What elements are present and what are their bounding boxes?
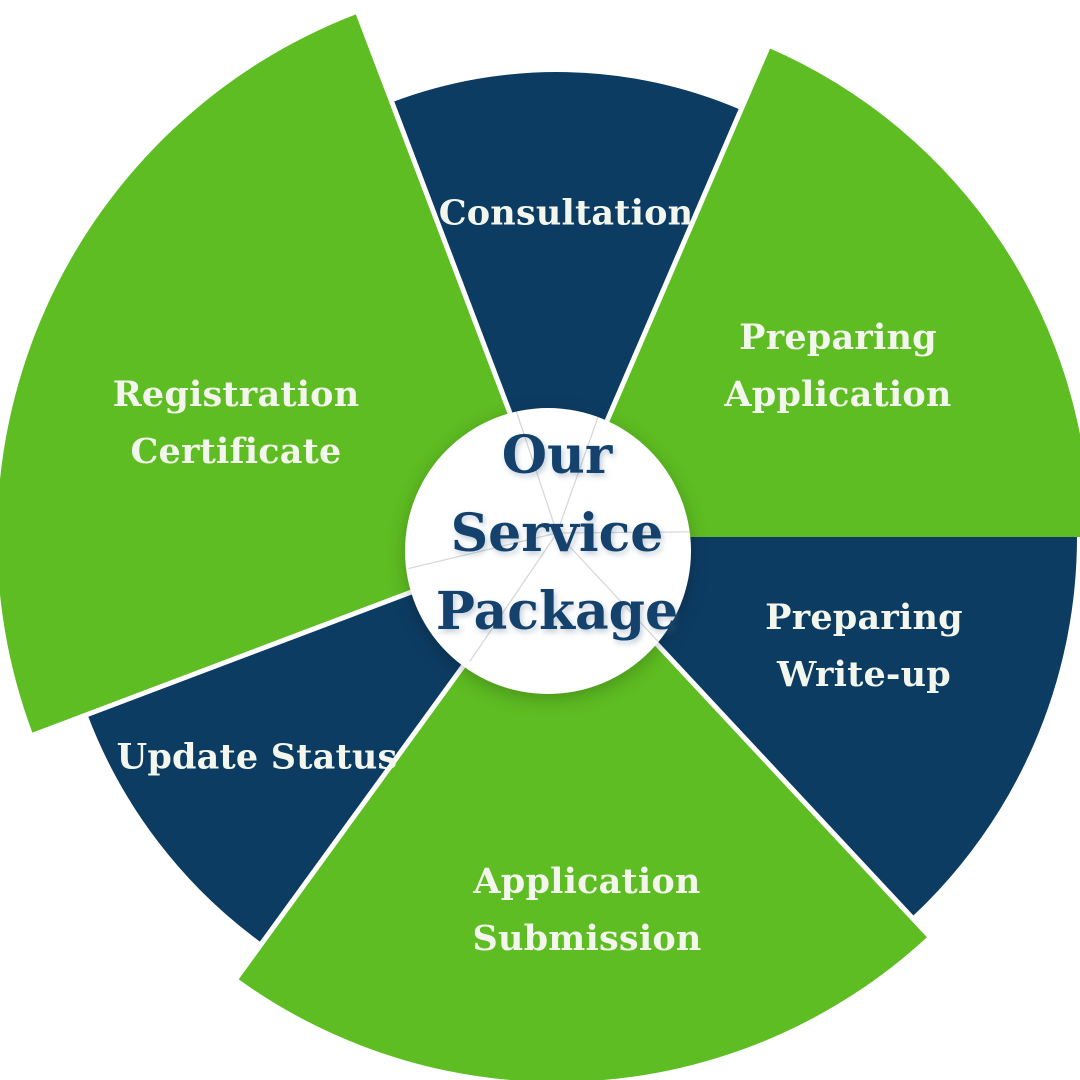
- center-title-line: Package: [435, 581, 679, 642]
- seam-line: [469, 532, 558, 662]
- segment-label-line: Preparing: [765, 597, 963, 638]
- segment-label-application-submission: Application Submission: [472, 853, 701, 967]
- segment-label-preparing-application: Preparing Application: [724, 309, 951, 423]
- segment-label-consultation: Consultation: [439, 185, 694, 242]
- segment-label-update-status: Update Status: [117, 729, 398, 786]
- segment-label-line: Application: [724, 374, 952, 415]
- segment-label-line: Write-up: [777, 654, 951, 695]
- seam-line: [509, 408, 558, 534]
- seam-line: [408, 532, 558, 570]
- segment-label-line: Registration: [112, 374, 360, 415]
- center-title-line: Our: [501, 425, 613, 486]
- segment-label-line: Application: [473, 861, 701, 902]
- center-circle: [405, 408, 691, 694]
- wheel-center-title: Our Service Package: [436, 417, 678, 651]
- center-title-line: Service: [450, 503, 664, 564]
- segment-label-line: Submission: [472, 918, 702, 959]
- segment-label-preparing-write-up: Preparing Write-up: [765, 589, 963, 703]
- segment-label-line: Preparing: [739, 317, 937, 358]
- segment-preparing-application: [557, 47, 1080, 537]
- segment-label-line: Certificate: [130, 431, 342, 472]
- segment-label-line: Update Status: [116, 736, 398, 778]
- segment-preparing-write-up: [557, 537, 1077, 918]
- segment-consultation: [391, 71, 741, 537]
- segment-label-registration-certificate: Registration Certificate: [113, 366, 360, 480]
- segment-application-submission: [236, 537, 929, 1080]
- seam-line: [556, 532, 664, 647]
- seam-line: [556, 531, 691, 534]
- segment-label-line: Consultation: [438, 192, 694, 234]
